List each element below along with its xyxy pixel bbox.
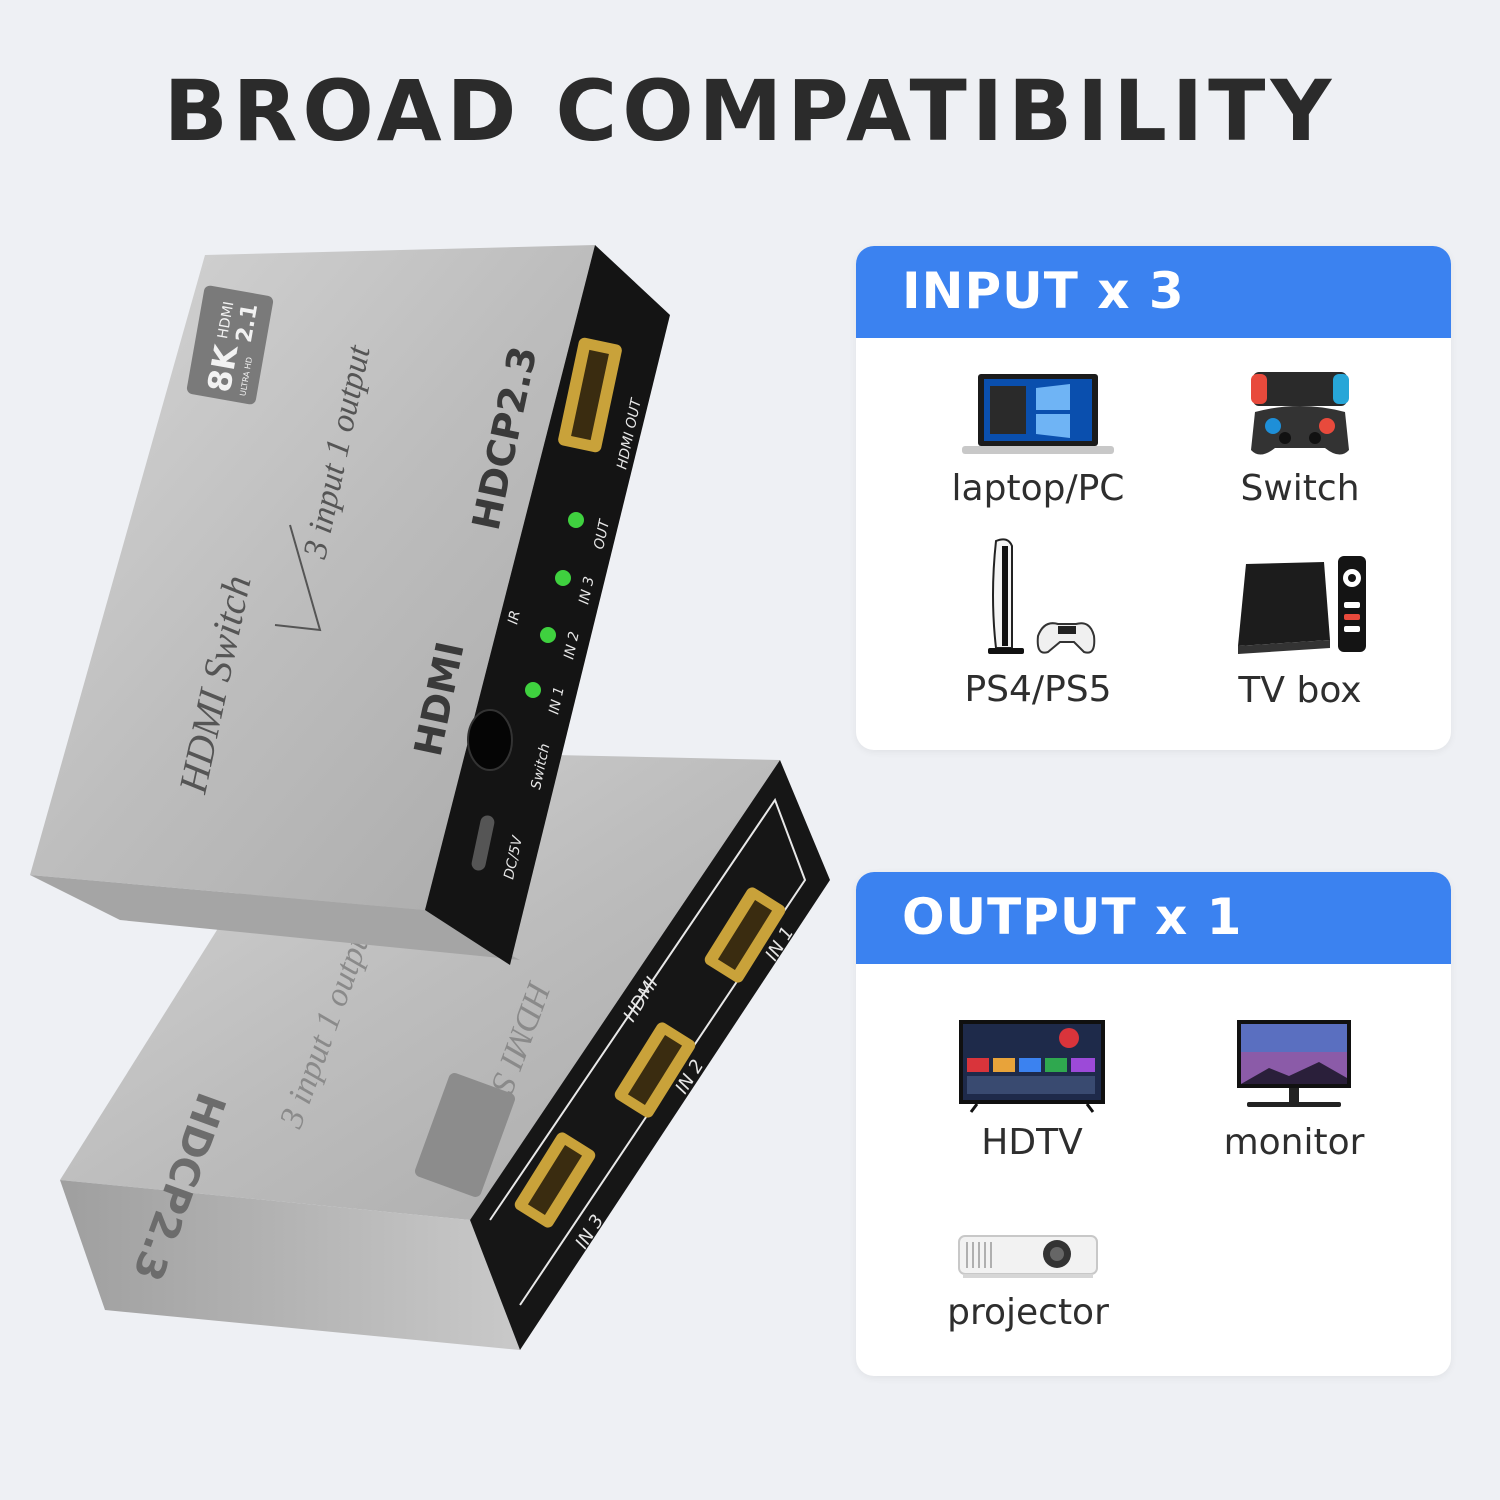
game-console-icon [1251, 372, 1349, 455]
badge-8k: 8K [200, 341, 246, 395]
device-label-switch: Switch [1240, 468, 1360, 509]
output-panel: OUTPUT x 1 HDTV monitor [856, 872, 1451, 1376]
monitor-icon [1237, 1020, 1351, 1107]
headline: BROAD COMPATIBILITY [163, 62, 1337, 160]
usb-c-port [471, 815, 495, 871]
badge-hdmi: HDMI [215, 300, 237, 340]
hdmi-out-port [558, 337, 622, 453]
hdmi-port-in2 [614, 1022, 696, 1118]
input-panel-title: INPUT x 3 [902, 262, 1185, 320]
device-label-laptop: laptop/PC [951, 468, 1125, 509]
projector-icon [958, 1235, 1098, 1278]
input-panel: INPUT x 3 laptop/PC Switch [856, 246, 1451, 750]
device-label-tv-box: TV box [1238, 670, 1362, 711]
label-ir: IR [505, 609, 524, 626]
playstation-icon [988, 538, 1096, 654]
device-label-monitor: monitor [1223, 1122, 1365, 1163]
hdmi-switch-illustration: IN 1 IN 2 IN 3 HDMI HDCP2.3 3 input 1 ou… [30, 245, 830, 1350]
bottom-unit: IN 1 IN 2 IN 3 HDMI HDCP2.3 3 input 1 ou… [60, 750, 830, 1350]
label-led-in2: IN 2 [561, 630, 582, 661]
tv-box-icon [1238, 556, 1366, 654]
top-unit-top-face [30, 245, 595, 910]
device-projector: projector [898, 1228, 1158, 1333]
top-unit-side-face [30, 875, 520, 960]
device-monitor: monitor [1164, 1018, 1424, 1163]
laptop-icon [962, 374, 1114, 454]
output-panel-header: OUTPUT x 1 [856, 872, 1451, 964]
output-panel-title: OUTPUT x 1 [902, 888, 1243, 946]
hdmi-port-in1 [704, 887, 786, 983]
device-laptop: laptop/PC [908, 370, 1168, 509]
device-tv-box: TV box [1170, 552, 1430, 711]
input-panel-header: INPUT x 3 [856, 246, 1451, 338]
device-label-hdtv: HDTV [981, 1122, 1083, 1163]
switch-button [467, 709, 513, 771]
led-in1 [525, 682, 541, 698]
led-out [568, 512, 584, 528]
device-hdtv: HDTV [902, 1018, 1162, 1163]
bottom-unit-side-face [60, 1180, 520, 1350]
top-unit-front-panel [425, 245, 670, 965]
bottom-unit-top-face [60, 750, 780, 1220]
led-in3 [555, 570, 571, 586]
device-playstation: PS4/PS5 [908, 536, 1168, 710]
top-unit: 8K ULTRA HD HDMI 2.1 HDMI Switch 3 input… [30, 245, 670, 965]
device-switch: Switch [1170, 370, 1430, 509]
led-in2 [540, 627, 556, 643]
label-led-in1: IN 1 [546, 685, 567, 716]
hdmi-port-in3 [514, 1132, 596, 1228]
8k-badge: 8K ULTRA HD HDMI 2.1 [186, 285, 274, 405]
device-label-ps: PS4/PS5 [964, 669, 1112, 710]
label-led-in3: IN 3 [576, 575, 597, 606]
label-led-out: OUT [591, 517, 613, 551]
device-label-projector: projector [947, 1292, 1109, 1333]
tv-icon [959, 1020, 1105, 1113]
